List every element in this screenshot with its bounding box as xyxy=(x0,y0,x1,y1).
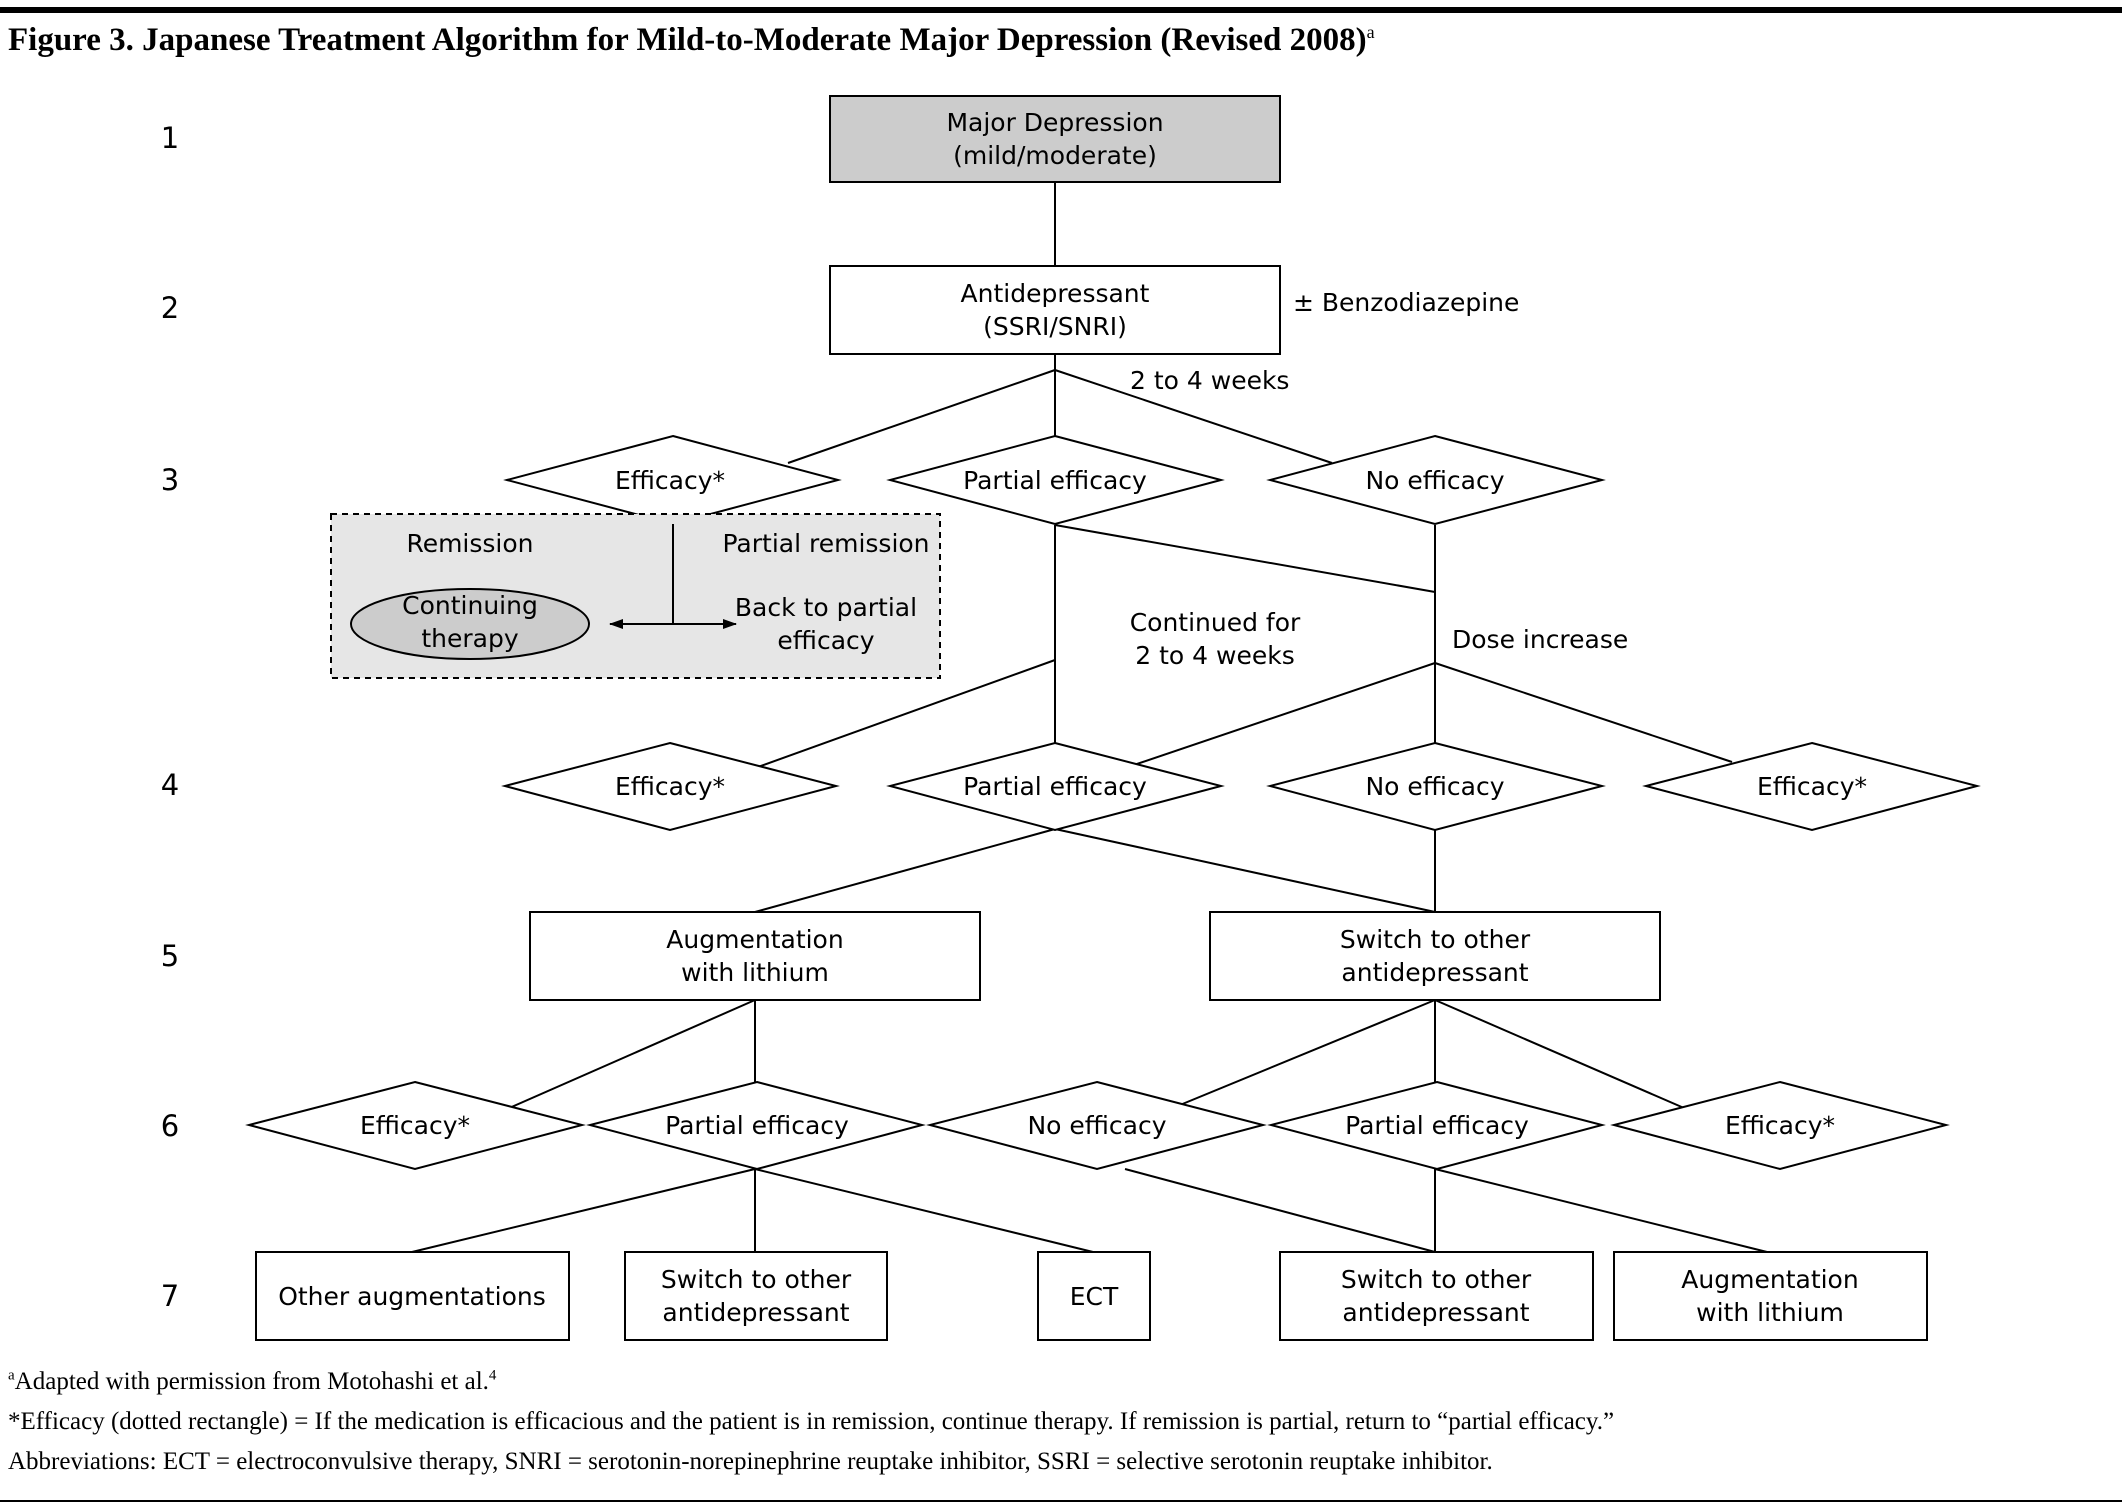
continuing-therapy-line2: therapy xyxy=(421,624,518,653)
antidepressant-line2: (SSRI/SNRI) xyxy=(983,312,1127,341)
row5-augmentation-line2: with lithium xyxy=(681,958,829,987)
bottom-rule xyxy=(0,1500,2122,1502)
dose-increase-label: Dose increase xyxy=(1452,625,1628,654)
footnotes: aAdapted with permission from Motohashi … xyxy=(8,1362,1614,1482)
top-rule xyxy=(0,7,2122,13)
major-depression-box: Major Depression (mild/moderate) xyxy=(829,95,1281,183)
remission-box: Remission Partial remission Continuing t… xyxy=(330,513,941,679)
row4-partial-efficacy-diamond: Partial efficacy xyxy=(886,741,1225,832)
row4-efficacy-right-label: Efficacy* xyxy=(1757,772,1867,801)
step-number: 1 xyxy=(161,121,179,155)
row5-switch-box: Switch to other antidepressant xyxy=(1209,911,1661,1001)
figure-title-superscript: a xyxy=(1366,22,1375,42)
row6-partial-efficacy-left-diamond: Partial efficacy xyxy=(586,1080,926,1171)
footnote-a-text: Adapted with permission from Motohashi e… xyxy=(14,1368,489,1395)
step-number: 2 xyxy=(161,291,179,325)
row3-efficacy-label: Efficacy* xyxy=(615,466,725,495)
back-to-partial-line1: Back to partial xyxy=(735,593,917,622)
row7-augmentation-line1: Augmentation xyxy=(1681,1265,1858,1294)
footnote-efficacy: *Efficacy (dotted rectangle) = If the me… xyxy=(8,1408,1615,1435)
row3-partial-efficacy-label: Partial efficacy xyxy=(963,466,1147,495)
row3-no-efficacy-diamond: No efficacy xyxy=(1266,434,1606,526)
row6-efficacy-right-diamond: Efficacy* xyxy=(1610,1080,1950,1171)
figure-title: Figure 3. Japanese Treatment Algorithm f… xyxy=(8,22,1375,59)
step-number: 5 xyxy=(161,939,179,973)
row3-no-efficacy-label: No efficacy xyxy=(1365,466,1504,495)
continued-line2: 2 to 4 weeks xyxy=(1135,641,1294,670)
row7-other-augmentations-box: Other augmentations xyxy=(255,1251,570,1341)
row6-partial-efficacy-right-diamond: Partial efficacy xyxy=(1267,1080,1606,1171)
footnote-a-reference: 4 xyxy=(488,1367,497,1384)
row4-no-efficacy-label: No efficacy xyxy=(1365,772,1504,801)
row5-switch-line1: Switch to other xyxy=(1340,925,1531,954)
row7-switch-right-box: Switch to other antidepressant xyxy=(1279,1251,1594,1341)
row3-partial-efficacy-diamond: Partial efficacy xyxy=(886,434,1225,526)
footnote-a-marker: a xyxy=(8,1367,15,1384)
antidepressant-box: Antidepressant (SSRI/SNRI) xyxy=(829,265,1281,355)
remission-label: Remission xyxy=(406,529,533,558)
step-number: 6 xyxy=(161,1109,179,1143)
step-numbers: 1 2 3 4 5 6 7 xyxy=(161,121,179,1313)
continuing-therapy-line1: Continuing xyxy=(402,591,538,620)
row6-no-efficacy-label: No efficacy xyxy=(1027,1111,1166,1140)
step-number: 3 xyxy=(161,463,179,497)
row4-no-efficacy-diamond: No efficacy xyxy=(1266,741,1606,832)
row4-partial-efficacy-label: Partial efficacy xyxy=(963,772,1147,801)
row3-efficacy-diamond: Efficacy* xyxy=(503,434,842,526)
connector-lines xyxy=(411,182,1768,1253)
row4-efficacy-left-label: Efficacy* xyxy=(615,772,725,801)
continuing-therapy-ellipse: Continuing therapy xyxy=(350,588,590,660)
step-number: 7 xyxy=(161,1279,179,1313)
row7-ect-label: ECT xyxy=(1070,1282,1119,1311)
row7-switch-left-box: Switch to other antidepressant xyxy=(624,1251,888,1341)
footnote-abbreviations: Abbreviations: ECT = electroconvulsive t… xyxy=(8,1448,1493,1475)
row7-other-augmentations-label: Other augmentations xyxy=(278,1282,546,1311)
row7-ect-box: ECT xyxy=(1037,1251,1151,1341)
figure-title-text: Figure 3. Japanese Treatment Algorithm f… xyxy=(8,22,1367,58)
row6-no-efficacy-diamond: No efficacy xyxy=(926,1080,1267,1171)
row7-switch-right-line1: Switch to other xyxy=(1341,1265,1532,1294)
row7-augmentation-line2: with lithium xyxy=(1696,1298,1844,1327)
row6-partial-efficacy-left-label: Partial efficacy xyxy=(665,1111,849,1140)
major-depression-line2: (mild/moderate) xyxy=(953,141,1157,170)
step-number: 4 xyxy=(161,768,179,802)
row5-switch-line2: antidepressant xyxy=(1341,958,1528,987)
row4-efficacy-left-diamond: Efficacy* xyxy=(501,741,840,832)
weeks-label: 2 to 4 weeks xyxy=(1130,366,1289,395)
partial-remission-label: Partial remission xyxy=(722,529,929,558)
row6-efficacy-left-diamond: Efficacy* xyxy=(245,1080,586,1171)
continued-line1: Continued for xyxy=(1130,608,1301,637)
back-to-partial-line2: efficacy xyxy=(777,626,874,655)
benzodiazepine-label: ± Benzodiazepine xyxy=(1293,288,1519,317)
major-depression-line1: Major Depression xyxy=(946,108,1163,137)
row5-augmentation-line1: Augmentation xyxy=(666,925,843,954)
row5-augmentation-box: Augmentation with lithium xyxy=(529,911,981,1001)
row6-efficacy-left-label: Efficacy* xyxy=(360,1111,470,1140)
row7-switch-right-line2: antidepressant xyxy=(1342,1298,1529,1327)
row7-augmentation-box: Augmentation with lithium xyxy=(1613,1251,1928,1341)
row6-partial-efficacy-right-label: Partial efficacy xyxy=(1345,1111,1529,1140)
row4-efficacy-right-diamond: Efficacy* xyxy=(1642,741,1981,832)
footnote-a: aAdapted with permission from Motohashi … xyxy=(8,1362,1614,1402)
row6-efficacy-right-label: Efficacy* xyxy=(1725,1111,1835,1140)
row7-switch-left-line2: antidepressant xyxy=(662,1298,849,1327)
antidepressant-line1: Antidepressant xyxy=(961,279,1150,308)
row7-switch-left-line1: Switch to other xyxy=(661,1265,852,1294)
